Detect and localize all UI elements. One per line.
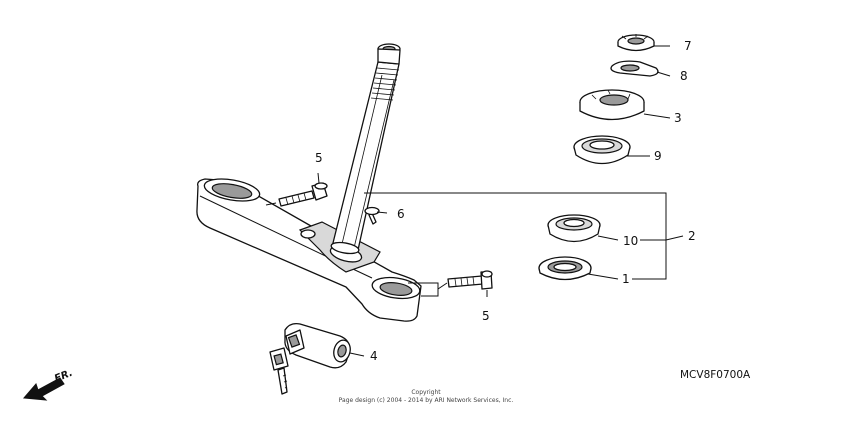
lock-nut-7[interactable] xyxy=(617,34,655,52)
front-direction-indicator: FR. xyxy=(22,368,74,401)
diagram-code: MCV8F0700A xyxy=(680,369,751,381)
adjusting-nut-3[interactable] xyxy=(579,89,645,121)
callout-5-lower: 5 xyxy=(482,309,490,323)
copyright-line-2: Page design (c) 2004 - 2014 by ARI Netwo… xyxy=(339,397,514,404)
callout-8: 8 xyxy=(680,69,688,83)
ignition-lock-4[interactable] xyxy=(269,322,353,395)
dust-seal-1[interactable] xyxy=(538,256,592,281)
leader-lines xyxy=(265,45,684,357)
bolt-upper[interactable] xyxy=(278,182,328,207)
bolt-lower[interactable] xyxy=(447,270,493,290)
screw-6[interactable] xyxy=(364,206,380,225)
callout-2: 2 xyxy=(688,229,696,243)
callout-3: 3 xyxy=(674,111,682,125)
callout-10: 10 xyxy=(623,234,638,248)
front-label: FR. xyxy=(53,368,74,385)
callout-labels: 7 8 3 9 5 6 2 10 1 5 4 xyxy=(315,39,696,363)
steering-stem[interactable] xyxy=(196,43,422,322)
bearing-race-10[interactable] xyxy=(547,214,601,243)
callout-5-upper: 5 xyxy=(315,151,323,165)
callout-9: 9 xyxy=(654,149,662,163)
callout-6: 6 xyxy=(397,207,405,221)
callout-1: 1 xyxy=(622,272,630,286)
front-arrow-icon xyxy=(22,377,65,401)
bearing-9[interactable] xyxy=(573,135,631,165)
callout-7: 7 xyxy=(684,39,692,53)
callout-4: 4 xyxy=(370,349,378,363)
lock-washer-8[interactable] xyxy=(610,60,659,77)
copyright-line-1: Copyright xyxy=(411,389,441,396)
